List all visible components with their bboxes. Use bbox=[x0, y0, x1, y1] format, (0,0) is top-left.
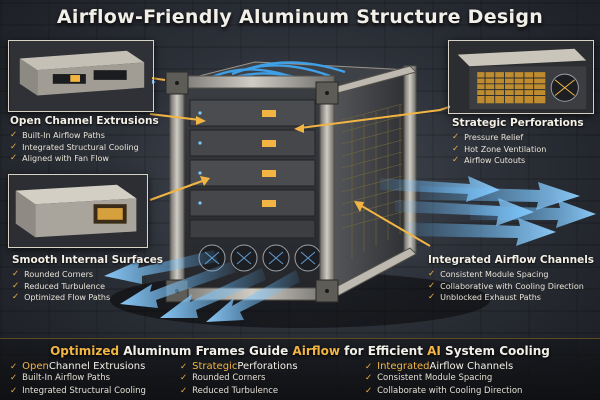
check-icon: ✓ bbox=[428, 269, 436, 279]
list-item: ✓Aligned with Fan Flow bbox=[10, 153, 109, 163]
list-item: ✓Optimized Flow Paths bbox=[12, 292, 111, 302]
summary-item: ✓Collaborate with Cooling Direction bbox=[365, 385, 523, 396]
check-icon: ✓ bbox=[10, 130, 18, 140]
list-item: ✓Hot Zone Ventilation bbox=[452, 143, 547, 154]
summary-heading: Optimized Aluminum Frames Guide Airflow … bbox=[50, 344, 550, 358]
callout-heading: Open Channel Extrusions bbox=[10, 115, 159, 127]
callout-integrated-channels: Integrated Airflow Channels ✓Consistent … bbox=[428, 254, 594, 304]
callout-heading: Integrated Airflow Channels bbox=[428, 254, 595, 266]
check-icon: ✓ bbox=[180, 361, 188, 372]
check-icon: ✓ bbox=[180, 373, 188, 383]
summary-item: ✓Reduced Turbulence bbox=[180, 385, 279, 396]
check-icon: ✓ bbox=[365, 361, 373, 372]
list-item: ✓Reduced Turbulence bbox=[12, 280, 106, 291]
list-item: ✓Consistent Module Spacing bbox=[428, 269, 549, 279]
title-accent: Aluminum bbox=[239, 6, 350, 28]
heading-accent-optimized: Optimized bbox=[50, 344, 120, 358]
summary-item: ✓Built-In Airflow Paths bbox=[10, 373, 111, 383]
callout-open-channel: Open Channel Extrusions ✓Built-In Airflo… bbox=[10, 115, 159, 165]
check-icon: ✓ bbox=[10, 385, 18, 396]
summary-item: ✓Consistent Module Spacing bbox=[365, 373, 493, 383]
inset-perforations-image bbox=[448, 40, 594, 114]
check-icon: ✓ bbox=[365, 373, 373, 383]
airflow-arrows-right bbox=[380, 176, 596, 246]
check-icon: ✓ bbox=[10, 141, 18, 152]
airflow-arrows-left bbox=[104, 250, 300, 322]
server-modules bbox=[189, 99, 316, 239]
check-icon: ✓ bbox=[10, 373, 18, 383]
list-item: ✓Pressure Relief bbox=[452, 132, 524, 142]
summary-column-open-channel: ✓Open Channel Extrusions ✓Built-In Airfl… bbox=[10, 361, 146, 397]
check-icon: ✓ bbox=[10, 153, 18, 163]
check-icon: ✓ bbox=[452, 132, 460, 142]
list-item: ✓Airflow Cutouts bbox=[452, 155, 526, 165]
list-item: ✓Rounded Corners bbox=[12, 269, 94, 279]
page-title: Airflow-Friendly Aluminum Structure Desi… bbox=[0, 6, 600, 28]
callout-heading: Strategic Perforations bbox=[452, 117, 584, 129]
summary-band bbox=[0, 338, 600, 400]
summary-column-strategic: ✓Strategic Perforations ✓Rounded Corners… bbox=[180, 361, 298, 397]
check-icon: ✓ bbox=[12, 292, 20, 302]
check-icon: ✓ bbox=[452, 155, 460, 165]
check-icon: ✓ bbox=[180, 385, 188, 396]
callout-smooth-surfaces: Smooth Internal Surfaces ✓Rounded Corner… bbox=[12, 254, 163, 304]
check-icon: ✓ bbox=[428, 280, 436, 291]
check-icon: ✓ bbox=[12, 269, 20, 279]
check-icon: ✓ bbox=[12, 280, 20, 291]
heading-accent-airflow: Airflow bbox=[292, 344, 340, 358]
callout-heading: Smooth Internal Surfaces bbox=[12, 254, 164, 266]
summary-item: ✓Integrated Structural Cooling bbox=[10, 385, 146, 396]
check-icon: ✓ bbox=[428, 292, 436, 302]
list-item: ✓Collaborative with Cooling Direction bbox=[428, 280, 584, 291]
summary-column-heading: ✓Open Channel Extrusions bbox=[10, 361, 146, 372]
inset-open-channel-image bbox=[8, 40, 154, 112]
callout-strategic-perforations: Strategic Perforations ✓Pressure Relief … bbox=[452, 117, 584, 167]
heading-accent-ai: AI bbox=[427, 344, 441, 358]
check-icon: ✓ bbox=[365, 385, 373, 396]
inset-smooth-surfaces-image bbox=[8, 174, 148, 248]
title-prefix: Airflow-Friendly bbox=[56, 6, 240, 28]
side-perforation-grid bbox=[341, 103, 403, 258]
check-icon: ✓ bbox=[452, 143, 460, 154]
title-suffix: Structure Design bbox=[349, 6, 544, 28]
list-item: ✓Built-In Airflow Paths bbox=[10, 130, 105, 140]
aluminum-frame-beams bbox=[169, 65, 417, 301]
summary-item: ✓Rounded Corners bbox=[180, 373, 266, 383]
summary-column-heading: ✓Integrated Airflow Channels bbox=[365, 361, 514, 372]
list-item: ✓Integrated Structural Cooling bbox=[10, 141, 139, 152]
list-item: ✓Unblocked Exhaust Paths bbox=[428, 292, 541, 302]
summary-column-heading: ✓Strategic Perforations bbox=[180, 361, 298, 372]
summary-column-integrated: ✓Integrated Airflow Channels ✓Consistent… bbox=[365, 361, 522, 397]
check-icon: ✓ bbox=[10, 361, 18, 372]
